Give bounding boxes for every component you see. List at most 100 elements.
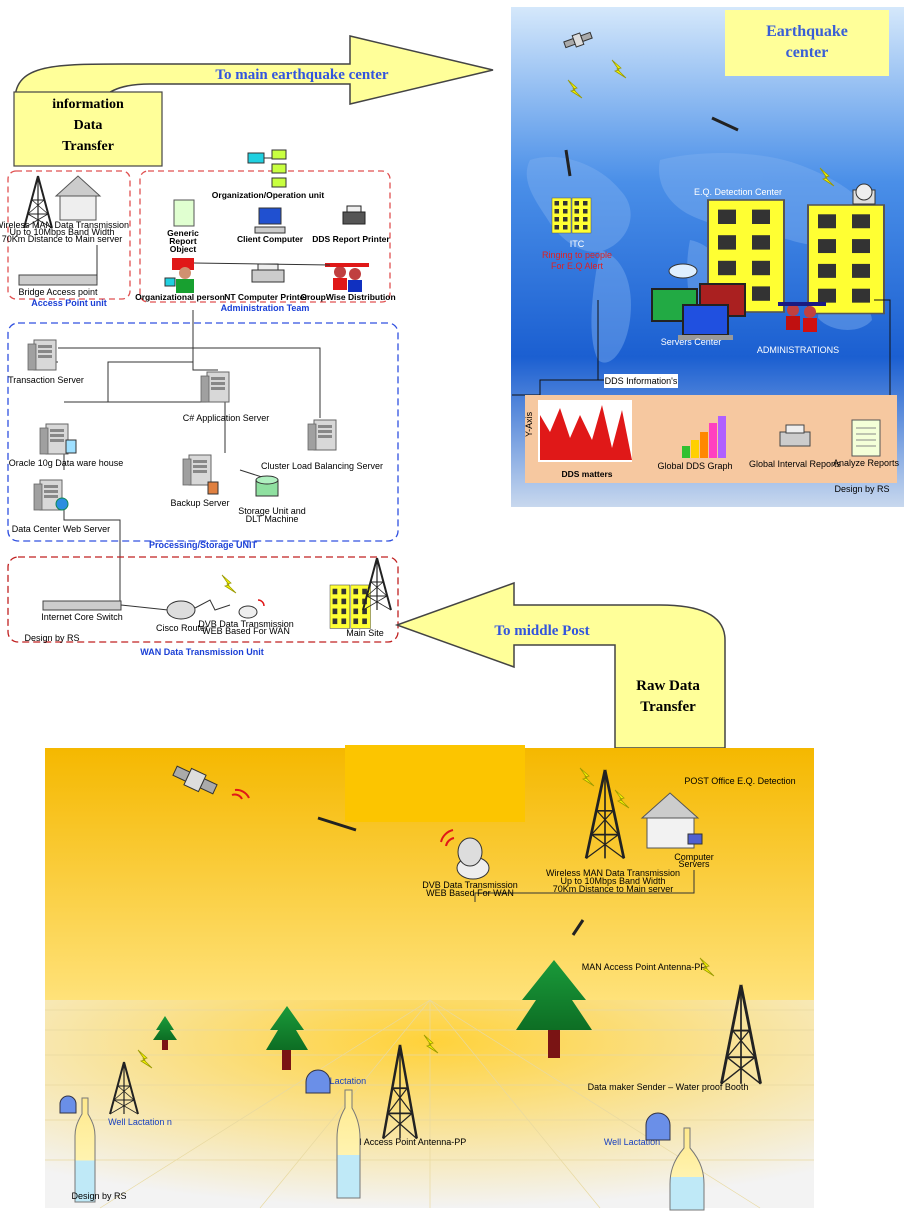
dds-matters-label: DDS matters <box>561 469 612 479</box>
middle-box-line2: Transfer <box>640 699 696 715</box>
middle-box-line1: Raw Data <box>636 678 700 694</box>
core-switch-label: Internet Core Switch <box>41 612 123 622</box>
ground-plane <box>45 1000 814 1208</box>
oracle-server-icon <box>39 423 69 455</box>
connector-line <box>194 599 231 611</box>
network-design-credit: Design by RS <box>24 633 79 643</box>
storage-unit-icon <box>255 475 279 497</box>
tape-icon <box>207 481 219 495</box>
post-office-house-icon <box>640 792 703 849</box>
globe-icon <box>55 497 69 511</box>
printer-icon <box>779 424 811 447</box>
client-computer-icon <box>254 207 286 234</box>
nt-printer-label: NT Computer Printer <box>224 292 308 302</box>
dish-icon <box>852 183 876 205</box>
network-lines <box>42 310 321 604</box>
top-arrow-label: To main earthquake center <box>215 67 389 83</box>
tree-icon <box>266 1006 308 1070</box>
analyze-reports-label: Analyze Reports <box>833 458 900 468</box>
csharp-server-icon <box>200 371 230 403</box>
org-person-label: Organizational person <box>135 292 225 302</box>
cluster-server-icon <box>307 419 337 451</box>
report-object-icon <box>173 199 195 227</box>
cluster-label: Cluster Load Balancing Server <box>261 461 383 471</box>
top-box-line1: information <box>52 97 124 112</box>
top-arrow: To main earthquake center information Da… <box>13 35 494 167</box>
cisco-label: Cisco Router <box>156 623 208 633</box>
satellite-icon <box>172 765 218 795</box>
middle-arrow-label: To middle Post <box>494 623 589 639</box>
itc-label: ITC <box>570 239 585 249</box>
administration-team-frame <box>139 170 391 303</box>
data-maker-label: Data maker Sender – Water proof Booth <box>588 1082 749 1092</box>
access-point-unit-frame <box>7 170 131 300</box>
wman-line2: Up to 10Mbps Band Width <box>9 227 114 237</box>
field-design-credit: Design by RS <box>71 1191 126 1201</box>
generic-line2: Report <box>169 236 197 246</box>
tree-icon <box>516 960 592 1058</box>
storage-line2: DLT Machine <box>246 514 299 524</box>
y-axis-label: Y-Axis <box>524 411 534 437</box>
wan-unit-label: WAN Data Transmission Unit <box>140 647 264 657</box>
processing-unit-frame <box>7 322 399 542</box>
network-diagram: Wireless MAN Data Transmission Up to 10M… <box>0 149 399 657</box>
well-right-label: Well Lactation <box>604 1137 660 1147</box>
signal-bolt-icon <box>221 574 237 594</box>
dc-web-label: Data Center Web Server <box>12 524 110 534</box>
global-graph-icon <box>682 416 726 458</box>
backup-label: Backup Server <box>170 498 229 508</box>
dds-chart-icon <box>538 400 632 462</box>
top-box-line2: Data <box>74 118 103 133</box>
generic-line1: Generic <box>167 228 199 238</box>
groupwise-label: GroupWise Distribution <box>300 292 395 302</box>
field-panel: POST Office E.Q. Detection Computer Serv… <box>45 745 814 1211</box>
csharp-server-label: C# Application Server <box>183 413 270 423</box>
field-title-block <box>345 745 525 822</box>
computer-line2: Servers <box>678 859 710 869</box>
tree-icon <box>153 1016 177 1050</box>
dvb-dish-icon <box>440 829 490 880</box>
bridge-label: Bridge Access point <box>18 287 98 297</box>
booth-icon <box>59 1095 77 1114</box>
field-dvb-line2: WEB Based For WAN <box>426 888 514 898</box>
well-bottle-icon <box>669 1127 705 1211</box>
link-icon <box>711 116 739 132</box>
processing-unit-label: Processing/Storage UNIT <box>149 540 258 550</box>
transaction-server-icon <box>27 339 57 371</box>
main-site-label: Main Site <box>346 628 384 638</box>
satellite-icon <box>563 31 593 49</box>
dvb-dish-icon <box>238 599 265 619</box>
groupwise-people-icon <box>325 263 369 292</box>
signal-waves-icon <box>231 788 250 800</box>
database-icon <box>65 439 77 454</box>
earthquake-center-panel: Earthquake center ITC Ringing to people … <box>511 7 904 507</box>
field-wman-line1: Wireless MAN Data Transmission <box>546 868 680 878</box>
eq-detection-label: E.Q. Detection Center <box>694 187 782 197</box>
dds-printer-label: DDS Report Printer <box>312 234 390 244</box>
dds-info-box <box>604 374 678 388</box>
wan-unit-frame <box>7 556 399 643</box>
field-wman-line3: 70Km Distance to Main server <box>553 884 674 894</box>
nt-printer-icon <box>251 263 285 283</box>
oracle-label: Oracle 10g Data ware house <box>9 458 124 468</box>
man-ap-mid-label: MAN Access Point Antenna-PP <box>342 1137 467 1147</box>
ringing-line2: For E.Q Alert <box>551 261 604 271</box>
admin-team-label: Administration Team <box>221 303 310 313</box>
connector-line <box>120 604 169 611</box>
wman-line1: Wireless MAN Data Transmission <box>0 220 129 230</box>
org-chart-icon <box>247 149 287 188</box>
post-office-label: POST Office E.Q. Detection <box>684 776 795 786</box>
storage-line1: Storage Unit and <box>238 506 306 516</box>
org-unit-label: Organization/Operation unit <box>212 190 325 200</box>
core-switch-icon <box>42 600 122 611</box>
well-n-label: Well Lactation n <box>108 1117 172 1127</box>
wan-dvb-line1: DVB Data Transmission <box>198 619 294 629</box>
printer-icon <box>342 205 366 225</box>
access-unit-label: Access Point unit <box>31 298 107 308</box>
top-box-line3: Transfer <box>62 139 114 154</box>
man-ap-right-label: MAN Access Point Antenna-PP <box>582 962 707 972</box>
computer-line1: Computer <box>674 852 714 862</box>
ringing-line1: Ringing to people <box>542 250 612 260</box>
client-computer-label: Client Computer <box>237 234 304 244</box>
